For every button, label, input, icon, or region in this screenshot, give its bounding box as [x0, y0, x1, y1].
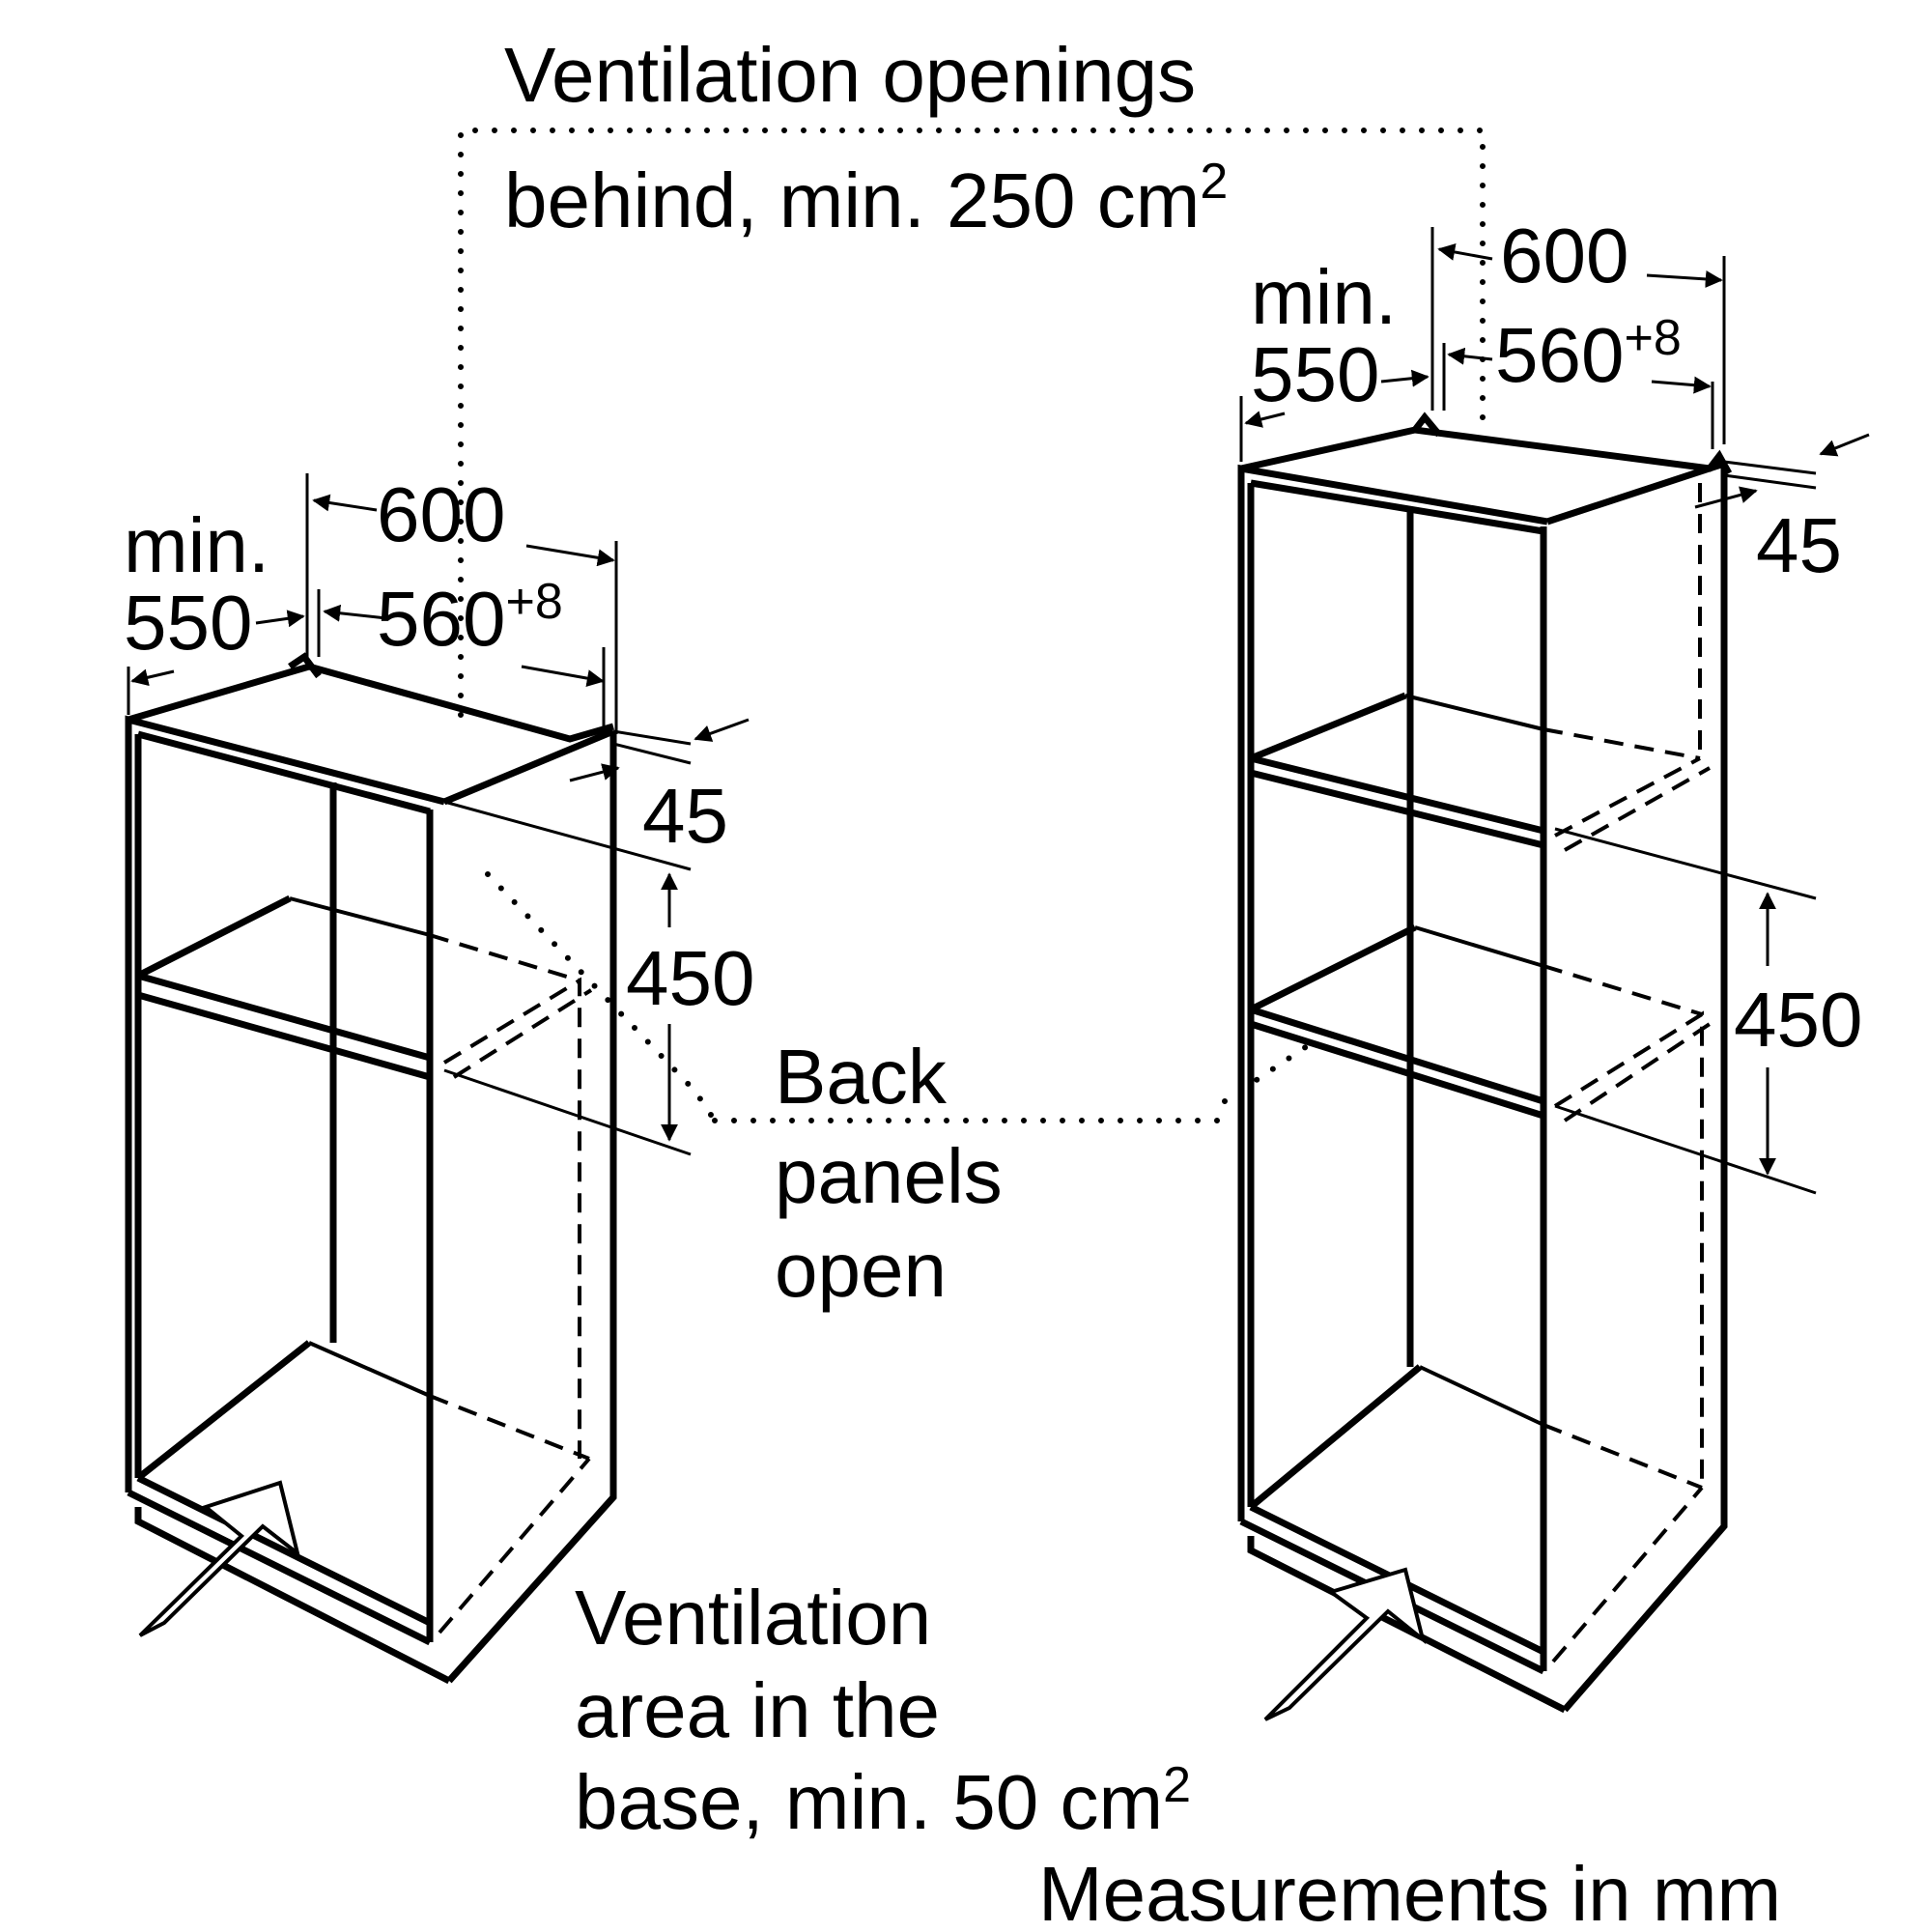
left-cabinet — [125, 473, 718, 1685]
vent-area-line3: base, min. 50 cm2 — [575, 1757, 1191, 1845]
right-height: 450 — [1734, 977, 1862, 1063]
ventilation-opening-outline — [458, 128, 1486, 718]
vent-openings-subtitle: behind, min. 250 cm2 — [504, 154, 1228, 243]
vent-area-line1: Ventilation — [575, 1575, 931, 1661]
vent-openings-title: Ventilation openings — [504, 32, 1196, 118]
left-dimensions — [130, 494, 750, 1142]
left-gap: 45 — [642, 773, 728, 859]
left-width-niche: 560+8 — [377, 574, 563, 662]
right-gap: 45 — [1756, 502, 1842, 588]
left-width-outer: 600 — [377, 471, 505, 557]
right-min-label: min. — [1251, 254, 1397, 340]
right-airflow-arrow — [1263, 1567, 1427, 1721]
left-min-label: min. — [124, 502, 269, 588]
right-width-outer: 600 — [1500, 213, 1628, 298]
vent-area-line2: area in the — [575, 1667, 940, 1753]
left-airflow-arrow — [138, 1480, 301, 1637]
right-depth-min: 550 — [1251, 331, 1379, 417]
right-width-niche: 560+8 — [1495, 310, 1682, 398]
back-panels-line2: panels — [775, 1133, 1003, 1219]
back-panels-line1: Back — [775, 1034, 948, 1120]
right-dimensions — [1244, 243, 1870, 1176]
right-cabinet — [1222, 227, 1817, 1714]
left-depth-min: 550 — [124, 580, 252, 666]
left-height: 450 — [626, 935, 754, 1021]
measurements-note: Measurements in mm — [1038, 1851, 1781, 1932]
back-panels-line3: open — [775, 1227, 947, 1313]
